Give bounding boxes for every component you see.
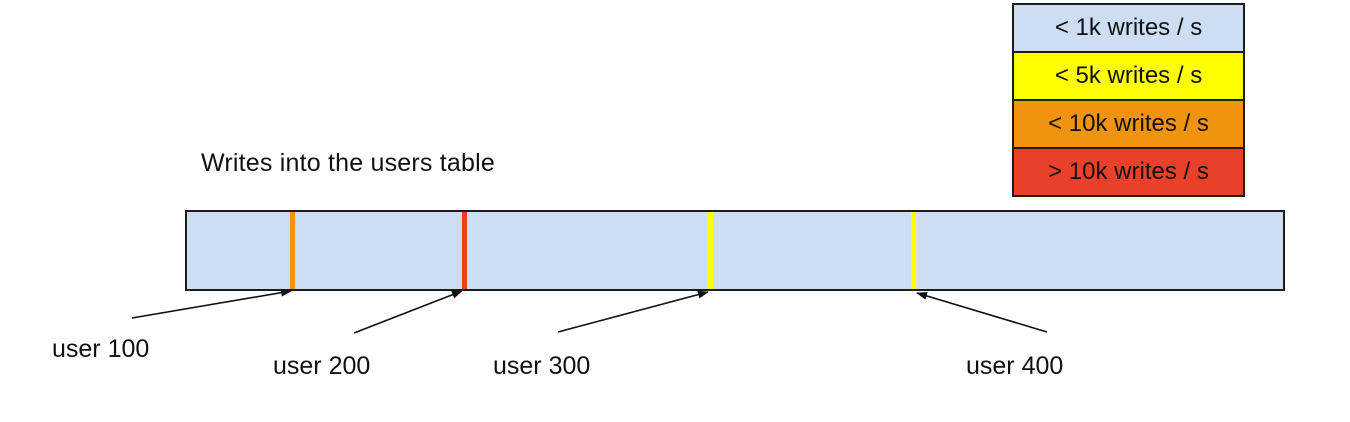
arrow-user-300: [557, 290, 709, 333]
legend-item-label: > 10k writes / s: [1048, 158, 1209, 185]
user-400-label: user 400: [966, 352, 1064, 380]
legend-item-label: < 5k writes / s: [1054, 62, 1203, 89]
user-100-label: user 100: [52, 335, 150, 363]
arrow-user-100: [131, 288, 292, 319]
write-hotspot-stripe-user-400: [911, 212, 916, 289]
legend-item-lt-5k: < 5k writes / s: [1014, 51, 1243, 99]
arrow-user-200: [353, 290, 463, 334]
diagram-title: Writes into the users table: [201, 149, 495, 177]
users-table-bar: [185, 210, 1285, 291]
write-hotspot-stripe-user-100: [290, 212, 295, 289]
legend-item-lt-1k: < 1k writes / s: [1014, 5, 1243, 51]
legend-item-label: < 10k writes / s: [1048, 110, 1209, 137]
legend-item-label: < 1k writes / s: [1054, 14, 1203, 41]
write-hotspot-stripe-user-300: [708, 212, 713, 289]
write-hotspot-stripe-user-200: [462, 212, 467, 289]
user-300-label: user 300: [493, 352, 591, 380]
legend: < 1k writes / s < 5k writes / s < 10k wr…: [1012, 3, 1245, 197]
arrow-user-400: [916, 292, 1048, 333]
legend-item-lt-10k: < 10k writes / s: [1014, 99, 1243, 147]
legend-item-gt-10k: > 10k writes / s: [1014, 147, 1243, 195]
user-200-label: user 200: [273, 352, 371, 380]
